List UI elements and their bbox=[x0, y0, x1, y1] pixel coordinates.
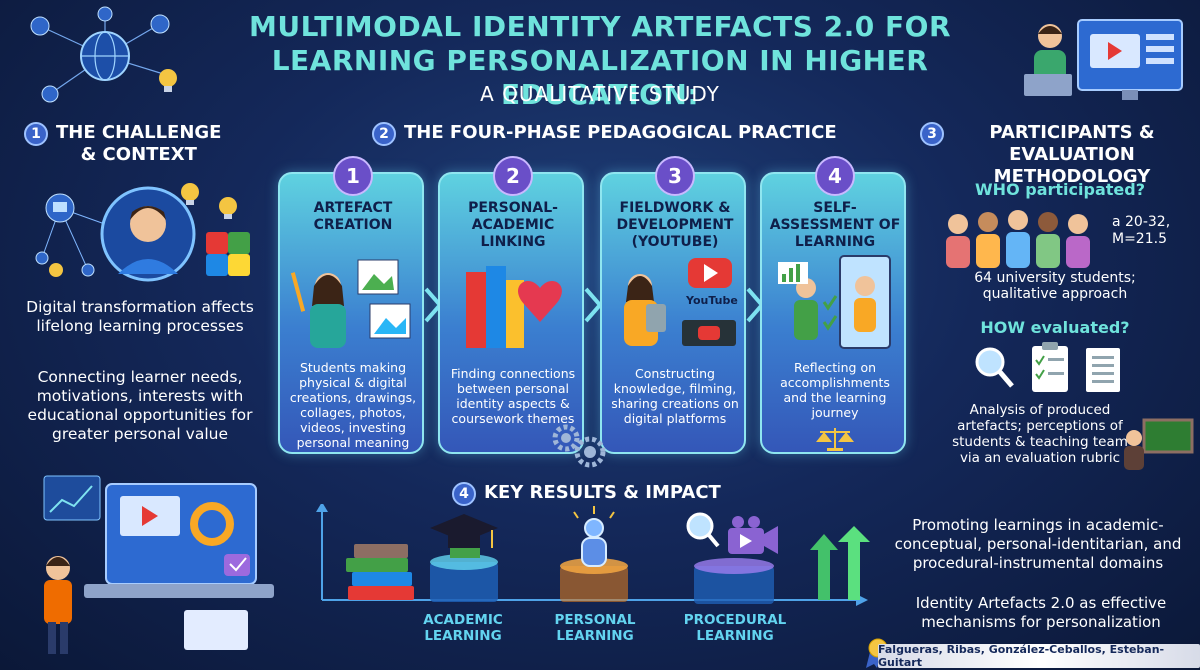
how-text: Analysis of produced artefacts; percepti… bbox=[952, 402, 1128, 466]
section-4-heading: 4 KEY RESULTS & IMPACT bbox=[452, 482, 772, 506]
page-title: MULTIMODAL IDENTITY ARTEFACTS 2.0 FOR LE… bbox=[200, 10, 1000, 112]
age-range: a 20-32, bbox=[1112, 214, 1171, 230]
artefact-creation-icon bbox=[290, 259, 411, 348]
section-2-heading: 2 THE FOUR-PHASE PEDAGOGICAL PRACTICE bbox=[372, 122, 852, 146]
person-icon bbox=[560, 506, 628, 602]
authors-text: Falgueras, Ribas, González-Ceballos, Est… bbox=[878, 643, 1165, 669]
learner-avatar-icon bbox=[35, 183, 250, 282]
academic-learning-label: ACADEMIC LEARNING bbox=[408, 612, 518, 644]
section-4-number: 4 bbox=[452, 482, 476, 506]
self-reflection-mirror-icon bbox=[778, 255, 891, 349]
phase-4-description: Reflecting on accomplishments and the le… bbox=[780, 360, 890, 420]
books-heart-icon bbox=[466, 266, 562, 348]
personal-learning-line-2: LEARNING bbox=[556, 628, 634, 644]
phase-3-description: Constructing knowledge, filming, sharing… bbox=[611, 366, 739, 426]
section-1-text-1: Digital transformation affects lifelong … bbox=[26, 298, 254, 335]
gear-icon bbox=[552, 424, 606, 468]
section-3-heading-line-1: PARTICIPANTS & bbox=[989, 122, 1155, 143]
section-3-heading-line-2: EVALUATION METHODOLOGY bbox=[993, 144, 1151, 187]
section-4-heading-text: KEY RESULTS & IMPACT bbox=[484, 482, 721, 503]
personal-learning-label: PERSONAL LEARNING bbox=[540, 612, 650, 644]
phase-4-number: 4 bbox=[815, 156, 855, 196]
procedural-learning-line-1: PROCEDURAL bbox=[683, 612, 787, 628]
graduation-cap-icon bbox=[430, 514, 498, 602]
video-screen-icon bbox=[1024, 19, 1183, 100]
section-4-text-2: Identity Artefacts 2.0 as effective mech… bbox=[915, 594, 1167, 631]
youtube-label: YouTube bbox=[686, 294, 738, 307]
section-1-text-2: Connecting learner needs, motivations, i… bbox=[27, 368, 253, 443]
procedural-learning-label: PROCEDURAL LEARNING bbox=[680, 612, 790, 644]
phase-1-description: Students making physical & digital creat… bbox=[289, 360, 417, 450]
phase-1-title: ARTEFACT CREATION bbox=[313, 200, 393, 233]
scales-icon bbox=[816, 428, 854, 451]
laptop-dashboard-icon bbox=[43, 475, 274, 654]
phase-card-2: 2 PERSONAL-ACADEMIC LINKING Finding conn… bbox=[438, 156, 584, 454]
growth-arrows-icon bbox=[810, 526, 870, 600]
title-line-2: LEARNING PERSONALIZATION IN HIGHER EDUCA… bbox=[271, 44, 929, 111]
video-camera-icon bbox=[686, 512, 778, 604]
teacher-board-icon bbox=[1124, 418, 1194, 470]
who-heading: WHO participated? bbox=[975, 180, 1145, 199]
section-3-heading: 3 PARTICIPANTS & EVALUATION METHODOLOGY bbox=[920, 122, 1192, 188]
age-mean: M=21.5 bbox=[1112, 231, 1167, 247]
network-globe-icon bbox=[30, 6, 177, 103]
phase-1-number: 1 bbox=[333, 156, 373, 196]
phase-3-number: 3 bbox=[655, 156, 695, 196]
section-4-text-1: Promoting learnings in academic-conceptu… bbox=[894, 516, 1182, 572]
phase-card-1: 1 ARTEFACT CREATION Students making phys… bbox=[278, 156, 424, 454]
section-1-heading-line-2: & CONTEXT bbox=[80, 144, 197, 165]
phase-card-4: 4 SELF-ASSESSMENT OF LEARNING Reflecting… bbox=[760, 156, 906, 454]
procedural-learning-line-2: LEARNING bbox=[696, 628, 774, 644]
section-2-heading-text: THE FOUR-PHASE PEDAGOGICAL PRACTICE bbox=[404, 122, 837, 143]
students-group-icon bbox=[946, 210, 1090, 268]
phase-2-title: PERSONAL-ACADEMIC LINKING bbox=[468, 200, 558, 250]
title-line-1: MULTIMODAL IDENTITY ARTEFACTS 2.0 FOR bbox=[248, 10, 952, 43]
age-info: a 20-32, M=21.5 bbox=[1112, 214, 1198, 248]
phase-2-number: 2 bbox=[493, 156, 533, 196]
phase-3-title: FIELDWORK & DEVELOPMENT (YOUTUBE) bbox=[616, 200, 734, 250]
academic-learning-line-2: LEARNING bbox=[424, 628, 502, 644]
authors-ribbon: Falgueras, Ribas, González-Ceballos, Est… bbox=[878, 643, 1200, 669]
section-1-heading: 1 THE CHALLENGE & CONTEXT bbox=[24, 122, 274, 166]
section-1-number: 1 bbox=[24, 122, 48, 146]
how-heading: HOW evaluated? bbox=[980, 318, 1130, 337]
evaluation-clipboard-icon bbox=[975, 342, 1120, 392]
phase-2-description: Finding connections between personal ide… bbox=[450, 366, 576, 426]
youtube-play-icon bbox=[624, 258, 736, 346]
phase-card-3: 3 FIELDWORK & DEVELOPMENT (YOUTUBE) YouT… bbox=[600, 156, 746, 454]
academic-learning-line-1: ACADEMIC bbox=[423, 612, 503, 628]
personal-learning-line-1: PERSONAL bbox=[554, 612, 636, 628]
page-subtitle: A QUALITATIVE STUDY bbox=[480, 82, 720, 106]
who-text: 64 university students; qualitative appr… bbox=[974, 270, 1136, 302]
section-1-heading-line-1: THE CHALLENGE bbox=[56, 122, 222, 143]
book-stack-icon bbox=[346, 544, 414, 600]
section-3-number: 3 bbox=[920, 122, 944, 146]
phase-4-title: SELF-ASSESSMENT OF LEARNING bbox=[769, 200, 901, 250]
section-2-number: 2 bbox=[372, 122, 396, 146]
